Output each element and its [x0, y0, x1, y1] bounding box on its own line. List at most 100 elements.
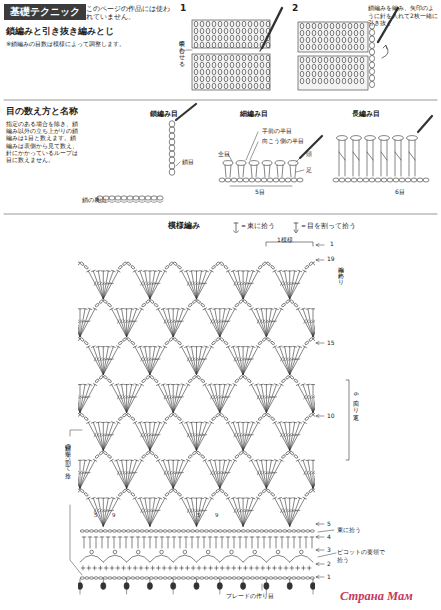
- knit-stitch: [260, 83, 264, 89]
- knit-stitch: [248, 83, 252, 89]
- double-crochet-bar: [120, 320, 122, 323]
- chain-stitch: [186, 530, 190, 532]
- chain-stitch: [423, 178, 429, 182]
- double-crochet-bar: [273, 321, 277, 323]
- single-crochet-symbol: [187, 566, 188, 570]
- double-crochet-top: [186, 308, 190, 310]
- double-crochet-top: [138, 422, 142, 423]
- knit-stitch: [330, 78, 334, 84]
- knit-stitch: [306, 78, 310, 84]
- double-crochet-bar: [306, 395, 308, 398]
- double-crochet-symbol: [150, 498, 165, 526]
- chain-stitch: [285, 451, 290, 456]
- double-crochet-leg: [345, 140, 346, 176]
- chain-stitch: [369, 75, 374, 81]
- double-crochet-symbol: [173, 460, 188, 488]
- double-crochet-bar: [141, 282, 143, 286]
- double-crochet-top: [106, 270, 110, 272]
- double-crochet-bar: [190, 358, 192, 361]
- double-crochet-top: [135, 384, 139, 385]
- knit-stitch: [300, 37, 304, 43]
- double-crochet-symbol: [150, 422, 160, 450]
- chain-stitch: [154, 303, 159, 308]
- double-crochet-symbol: [132, 537, 133, 548]
- row-marker: [316, 245, 324, 246]
- double-crochet-top: [226, 537, 230, 538]
- double-crochet-symbol: [197, 271, 212, 299]
- double-crochet-top: [93, 384, 97, 386]
- chain-stitch: [369, 49, 374, 55]
- double-crochet-top: [115, 384, 119, 385]
- chain-stitch: [223, 577, 227, 579]
- knit-stitch: [254, 83, 258, 89]
- single-crochet-symbol: [251, 566, 252, 570]
- double-crochet-top: [161, 384, 165, 385]
- double-crochet-symbol: [145, 498, 150, 526]
- chain-stitch: [135, 530, 139, 532]
- double-crochet-top: [96, 346, 100, 348]
- chain-stitch: [107, 454, 112, 459]
- chain-stitch: [278, 577, 282, 579]
- chain-stitch: [309, 489, 314, 494]
- fabric-piece: [298, 56, 368, 90]
- braid-link: [103, 579, 104, 582]
- double-crochet-bar: [309, 471, 312, 474]
- chain-stitch: [140, 530, 144, 532]
- knit-stitch: [336, 23, 340, 29]
- step-number: 1: [180, 3, 186, 14]
- double-crochet-top: [210, 421, 214, 423]
- knit-stitch: [206, 21, 210, 27]
- double-crochet-leg: [353, 140, 354, 176]
- chain-stitch: [177, 416, 182, 421]
- double-crochet-bar: [314, 396, 315, 398]
- double-crochet-symbol: [149, 347, 150, 375]
- fabric-piece: [192, 54, 270, 90]
- knit-stitch: [200, 76, 204, 82]
- double-crochet-bar: [249, 434, 253, 436]
- knit-stitch: [342, 37, 346, 43]
- double-crochet-symbol: [127, 309, 142, 337]
- knit-stitch: [318, 71, 322, 77]
- double-crochet-symbol: [192, 422, 197, 450]
- double-crochet-top: [236, 497, 240, 499]
- braid-link: [219, 579, 220, 582]
- chain-stitch: [99, 530, 103, 532]
- double-crochet-top: [311, 384, 315, 385]
- double-crochet-symbol: [149, 498, 150, 526]
- chain-stitch: [294, 379, 299, 384]
- chain-stitch: [99, 299, 104, 304]
- double-crochet-bar: [141, 433, 143, 437]
- double-crochet-top: [278, 497, 282, 498]
- double-crochet-top: [140, 384, 144, 386]
- double-crochet-top: [143, 346, 147, 348]
- count-line: [230, 186, 292, 187]
- single-crochet-symbol: [257, 566, 258, 570]
- double-crochet-symbol: [261, 460, 266, 488]
- chain-stitch: [310, 577, 314, 579]
- single-crochet-top: [223, 161, 233, 166]
- chain-stitch: [196, 299, 201, 304]
- chain-stitch: [232, 577, 236, 579]
- double-crochet-bar: [86, 472, 90, 474]
- double-crochet-symbol: [196, 498, 197, 526]
- chain-stitch: [296, 530, 300, 532]
- chain-stitch: [285, 375, 290, 380]
- knit-stitch: [200, 28, 204, 34]
- chain-stitch: [177, 265, 182, 270]
- double-crochet-bar: [110, 510, 114, 512]
- double-crochet-top: [171, 308, 175, 309]
- double-crochet-top: [158, 346, 162, 347]
- double-crochet-top: [163, 421, 167, 423]
- knit-stitch: [354, 57, 358, 63]
- double-crochet-top: [208, 537, 212, 538]
- chain-stitch: [172, 577, 176, 579]
- double-crochet-top: [143, 422, 147, 424]
- knit-stitch: [354, 78, 358, 84]
- chain-stitch: [196, 451, 201, 456]
- double-crochet-symbol: [298, 309, 313, 337]
- row-arrow: [316, 415, 319, 418]
- chain-stitch: [281, 454, 286, 459]
- double-crochet-top: [246, 422, 250, 424]
- double-crochet-top: [130, 537, 134, 538]
- double-crochet-top: [166, 459, 170, 461]
